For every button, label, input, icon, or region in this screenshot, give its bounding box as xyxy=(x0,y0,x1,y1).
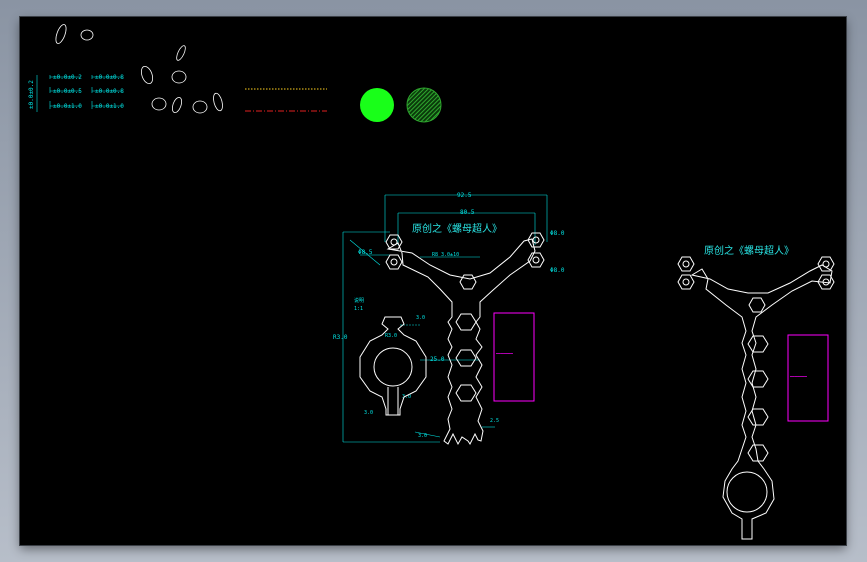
drawing-title-right: 原创之《螺母超人》 xyxy=(704,244,794,257)
hex-nut xyxy=(677,274,695,290)
drawing-title-left: 原创之《螺母超人》 xyxy=(412,222,502,235)
tolerance-r2: ±0.0±0.8 xyxy=(95,88,124,95)
hex-nut xyxy=(527,232,545,248)
dim-small-left: R3.0 xyxy=(385,333,397,339)
bolt-sketch-icon xyxy=(171,96,183,114)
hex-hole xyxy=(747,335,769,353)
tolerance-l1: ±0.0±0.2 xyxy=(53,74,82,81)
symbol-library xyxy=(55,24,223,114)
dim-bottom-left: 3.0 xyxy=(364,410,373,416)
dim-top-outer: 92.5 xyxy=(457,192,472,199)
bolt-sketch-icon xyxy=(176,45,186,61)
hex-hole xyxy=(455,384,477,402)
nut-sketch-icon xyxy=(151,97,167,111)
dim-middle: 25.0 xyxy=(430,356,445,363)
hex-nut xyxy=(817,256,835,272)
hex-nut xyxy=(677,256,695,272)
green-hatched-swatch xyxy=(406,87,442,123)
hex-hole xyxy=(747,444,769,462)
left-drawing[interactable]: 92.5 80.5 原创之《螺母超人》 Φ8.0 Φ8.0 Φ8.5 R8 3.… xyxy=(333,192,565,446)
dim-left: Φ8.5 xyxy=(358,249,373,256)
tolerance-legend: ±0.0±0.2 ±0.0±0.2 ±0.0±0.5 ±0.0±1.0 ±0.0… xyxy=(28,74,124,112)
robot-outline-left xyxy=(386,238,536,446)
bolt-sketch-icon xyxy=(140,65,154,85)
hex-hole xyxy=(748,297,766,313)
dim-top-inner: 80.5 xyxy=(460,209,475,216)
right-drawing[interactable]: 原创之《螺母超人》 ━━━━━━━ xyxy=(677,244,835,540)
hex-nut xyxy=(385,254,403,270)
green-solid-swatch xyxy=(360,88,394,122)
hex-hole xyxy=(455,313,477,331)
bolt-sketch-icon xyxy=(213,92,223,112)
hex-nut xyxy=(385,234,403,250)
tolerance-l3: ±0.0±1.0 xyxy=(53,103,82,110)
hex-hole xyxy=(747,370,769,388)
ring-hole xyxy=(726,471,768,513)
dim-right-small: 2.5 xyxy=(490,418,499,424)
ring-part xyxy=(359,316,427,416)
hex-hole xyxy=(455,349,477,367)
dim-bottom-small: 3.0 xyxy=(402,394,411,400)
nut-sketch-icon xyxy=(171,70,187,84)
hex-hole xyxy=(747,408,769,426)
dim-note: R8 3.0±10 xyxy=(432,252,459,258)
tolerance-side-label: ±0.0±0.2 xyxy=(28,80,35,109)
magenta-label-right: ━━━━━━━ xyxy=(789,374,807,379)
magenta-label-left: ━━━━━━━ xyxy=(495,351,513,356)
nut-sketch-icon xyxy=(80,29,94,41)
tolerance-l2: ±0.0±0.5 xyxy=(53,88,82,95)
label-note2: 1:1 xyxy=(354,306,363,312)
hex-nut xyxy=(817,274,835,290)
hex-nut xyxy=(527,252,545,268)
robot-outline-right xyxy=(690,264,833,540)
tolerance-r3: ±0.0±1.0 xyxy=(95,103,124,110)
bolt-sketch-icon xyxy=(55,24,67,44)
dim-right-bottom: Φ8.0 xyxy=(550,267,565,274)
cad-drawing-canvas[interactable]: ±0.0±0.2 ±0.0±0.2 ±0.0±0.5 ±0.0±1.0 ±0.0… xyxy=(20,17,846,545)
tolerance-r1: ±0.0±0.8 xyxy=(95,74,124,81)
nut-sketch-icon xyxy=(192,100,208,114)
magenta-label-box-right xyxy=(787,334,829,422)
dim-bottom-right: 3.0 xyxy=(418,433,427,439)
label-note: 说明 xyxy=(354,297,364,304)
hex-hole xyxy=(459,274,477,290)
cad-drawing-viewport[interactable]: ±0.0±0.2 ±0.0±0.2 ±0.0±0.5 ±0.0±1.0 ±0.0… xyxy=(20,17,846,545)
magenta-label-box-left xyxy=(493,312,535,402)
dim-small-top: 3.0 xyxy=(416,315,425,321)
dim-right-top: Φ8.0 xyxy=(550,230,565,237)
dim-side: R3.0 xyxy=(333,334,348,341)
